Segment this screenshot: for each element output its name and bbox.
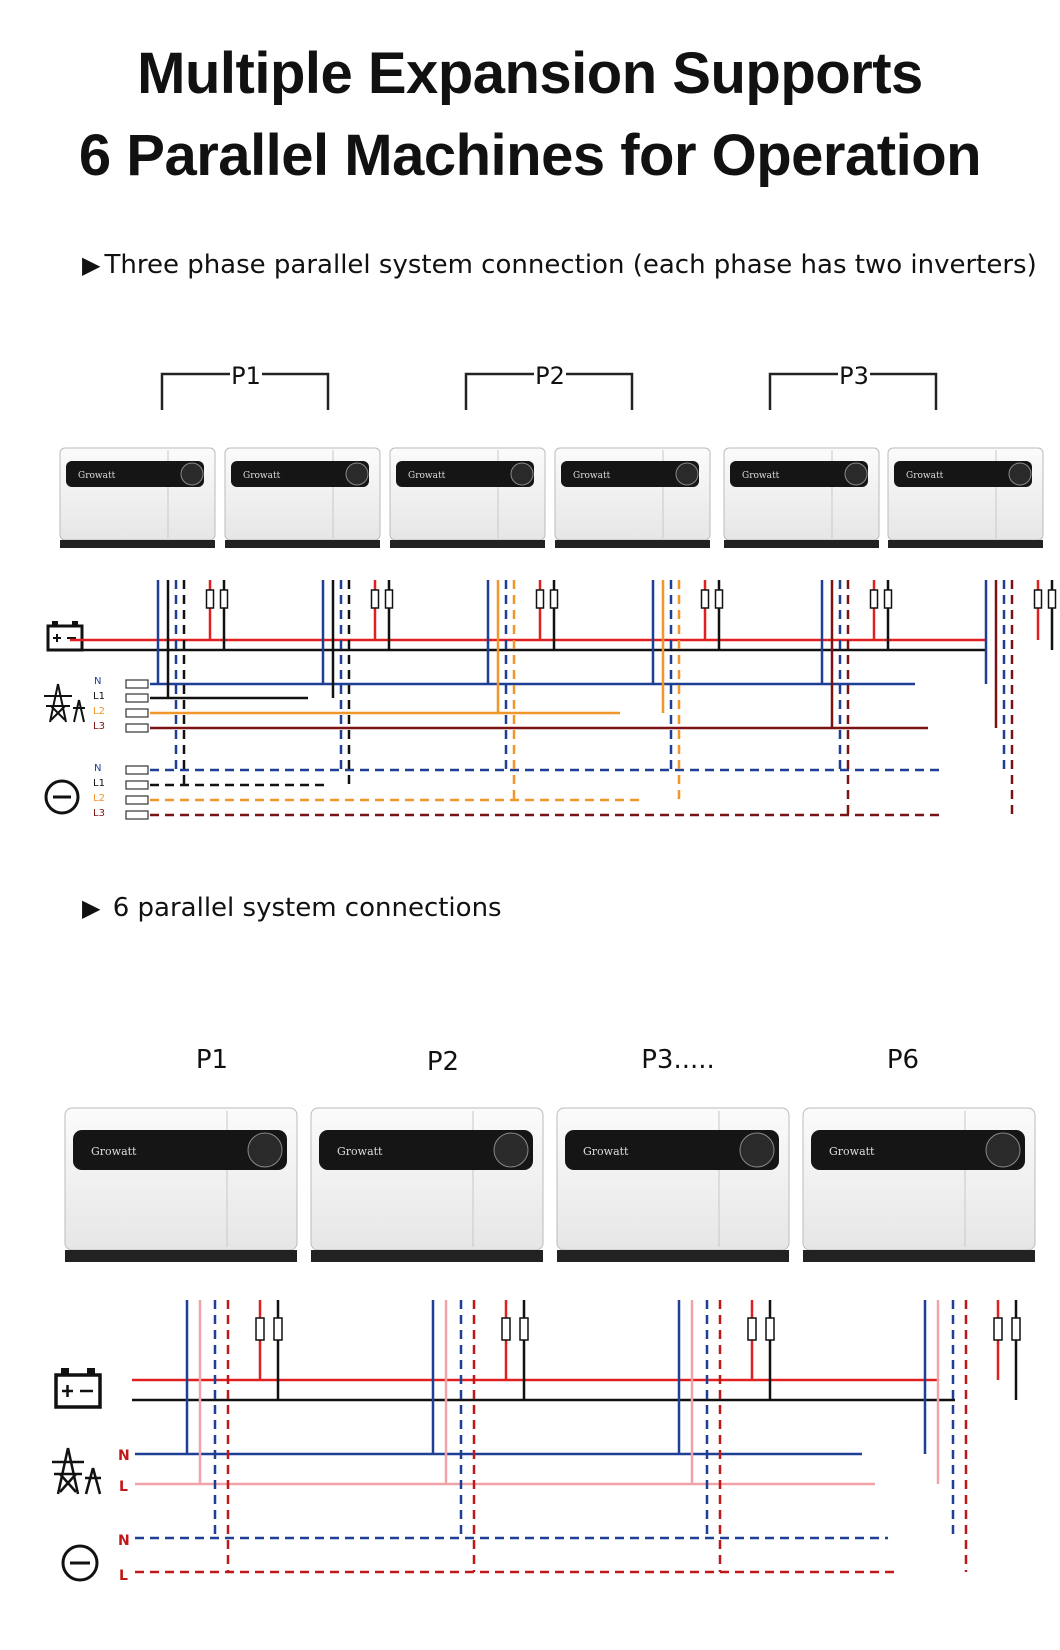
section2-heading-text: 6 parallel system connections [112, 893, 502, 923]
terminal-block-icon [125, 795, 149, 805]
unit-label-p2: P2 [427, 1047, 459, 1077]
fuse-icon [883, 589, 893, 609]
inverter-brand: Growatt [243, 471, 281, 481]
group-label-p2: P2 [535, 362, 565, 390]
load-icon [61, 1544, 99, 1582]
fuse-icon [273, 1317, 283, 1341]
fuse-icon [714, 589, 724, 609]
unit-label-p1: P1 [196, 1045, 228, 1075]
inverter-p2: Growatt [310, 1107, 544, 1262]
fuse-icon [501, 1317, 511, 1341]
load-bus-label-l3: L3 [93, 808, 105, 819]
grid-bus-label-l2: L2 [93, 706, 105, 717]
battery-icon [54, 1368, 102, 1409]
inverter-6: Growatt [887, 447, 1044, 548]
section2-heading: ▶ 6 parallel system connections [82, 893, 502, 923]
terminal-block-icon [125, 693, 149, 703]
fuse-icon [370, 589, 380, 609]
terminal-block-icon [125, 765, 149, 775]
play-triangle-icon: ▶ [82, 894, 101, 922]
load-bus-label-l2: L2 [93, 793, 105, 804]
fuse-icon [869, 589, 879, 609]
fuse-icon [1011, 1317, 1021, 1341]
grid-bus-label-n: N [118, 1448, 130, 1464]
group-label-p1: P1 [231, 362, 261, 390]
fuse-icon [765, 1317, 775, 1341]
inverter-3: Growatt [389, 447, 546, 548]
terminal-block-icon [125, 780, 149, 790]
fuse-icon [1047, 589, 1057, 609]
inverter-1: Growatt [59, 447, 216, 548]
power-tower-icon [52, 1447, 102, 1495]
inverter-4: Growatt [554, 447, 711, 548]
fuse-icon [219, 589, 229, 609]
fuse-icon [549, 589, 559, 609]
group-label-p3: P3 [839, 362, 869, 390]
terminal-block-icon [125, 708, 149, 718]
group-bracket-p3: P3 [768, 362, 938, 410]
load-bus-label-l1: L1 [93, 778, 105, 789]
fuse-icon [535, 589, 545, 609]
inverter-brand: Growatt [78, 471, 116, 481]
battery-icon [46, 621, 84, 652]
inverter-brand: Growatt [573, 471, 611, 481]
inverter-5: Growatt [723, 447, 880, 548]
inverter-brand: Growatt [408, 471, 446, 481]
fuse-icon [519, 1317, 529, 1341]
section2-wiring [132, 1300, 1021, 1574]
terminal-block-icon [125, 810, 149, 820]
load-bus-label-l: L [119, 1568, 128, 1584]
inverter-brand: Growatt [906, 471, 944, 481]
inverter-brand: Growatt [829, 1145, 875, 1158]
inverter-p6: Growatt [802, 1107, 1036, 1262]
fuse-icon [1033, 589, 1043, 609]
group-bracket-p1: P1 [160, 362, 330, 410]
terminal-block-icon [125, 679, 149, 689]
inverter-brand: Growatt [742, 471, 780, 481]
section1-wiring [70, 580, 1057, 820]
inverter-p3: Growatt [556, 1107, 790, 1262]
grid-bus-label-n: N [94, 676, 101, 687]
section1-heading: ▶Three phase parallel system connection … [82, 250, 1037, 280]
fuse-icon [700, 589, 710, 609]
fuse-icon [205, 589, 215, 609]
power-tower-icon [44, 683, 85, 723]
inverter-brand: Growatt [583, 1145, 629, 1158]
unit-label-p3: P3..... [641, 1045, 715, 1075]
page-title-line-1: Multiple Expansion Supports [137, 41, 923, 106]
fuse-icon [384, 589, 394, 609]
section1-heading-text: Three phase parallel system connection (… [104, 250, 1037, 280]
grid-bus-label-l3: L3 [93, 721, 105, 732]
play-triangle-icon: ▶ [82, 251, 101, 279]
inverter-brand: Growatt [337, 1145, 383, 1158]
page-title-line-2: 6 Parallel Machines for Operation [78, 123, 982, 188]
inverter-2: Growatt [224, 447, 381, 548]
group-bracket-p2: P2 [464, 362, 634, 410]
grid-bus-label-l1: L1 [93, 691, 105, 702]
inverter-brand: Growatt [91, 1145, 137, 1158]
load-bus-label-n: N [118, 1533, 130, 1549]
inverter-p1: Growatt [64, 1107, 298, 1262]
terminal-block-icon [125, 723, 149, 733]
grid-bus-label-l: L [119, 1479, 128, 1495]
fuse-icon [255, 1317, 265, 1341]
fuse-icon [747, 1317, 757, 1341]
load-bus-label-n: N [94, 763, 101, 774]
fuse-icon [993, 1317, 1003, 1341]
load-icon [44, 779, 80, 815]
unit-label-p6: P6 [887, 1045, 919, 1075]
